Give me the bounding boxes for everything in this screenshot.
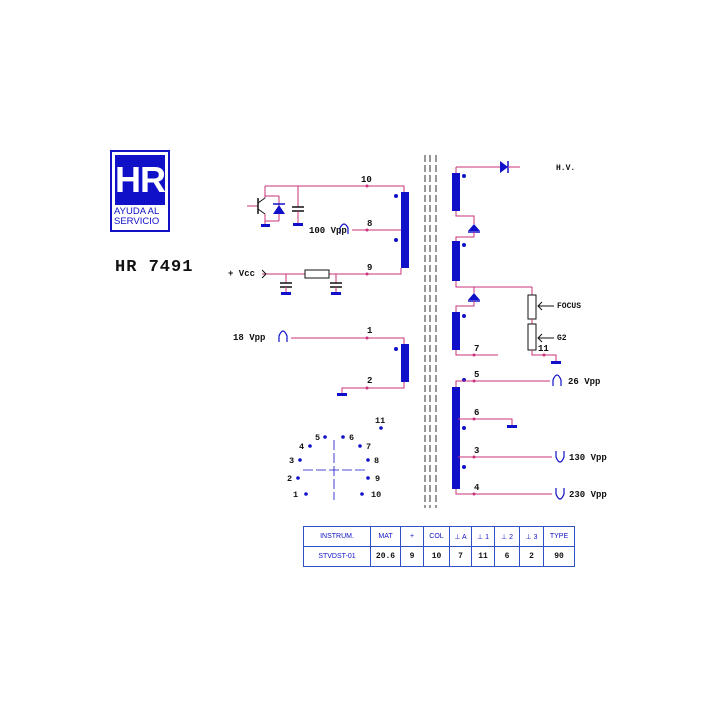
pin-2-label: 2 <box>367 376 372 386</box>
primary-coil <box>401 192 409 268</box>
label-230vpp: 230 Vpp <box>569 490 607 500</box>
horizontal-output-stage <box>247 185 405 227</box>
pin-11-label: 11 <box>538 344 549 354</box>
spec-value-cell: 6 <box>494 546 520 567</box>
label-26vpp: 26 Vpp <box>568 377 600 387</box>
pinout-6: 6 <box>349 433 354 443</box>
pin-9-label: 9 <box>367 263 372 273</box>
pinout-3: 3 <box>289 456 294 466</box>
transformer-core <box>424 155 437 508</box>
spec-value-cell: 2 <box>519 546 544 567</box>
hv-diode-chain <box>452 161 520 357</box>
hr-logo-subtitle: AYUDA AL SERVICIO <box>114 206 160 227</box>
pulse-100vpp-icon <box>339 223 349 234</box>
damper-diode-icon <box>273 205 285 214</box>
hr-logo: HR AYUDA AL SERVICIO <box>110 150 170 232</box>
pulse-130vpp-icon <box>555 451 565 463</box>
spec-value-cell: STVDST-01 <box>303 546 371 567</box>
spec-header-cell: + <box>400 526 424 547</box>
pulse-230vpp-icon <box>555 488 565 500</box>
feedback-coil <box>401 344 409 382</box>
pulse-26vpp-icon <box>552 374 562 386</box>
spec-header-cell: ⊥ 2 <box>494 526 520 547</box>
pin-6-label: 6 <box>474 408 479 418</box>
pinout-2: 2 <box>287 474 292 484</box>
label-focus: FOCUS <box>557 302 581 311</box>
label-hv: H.V. <box>556 164 575 173</box>
pin-8-label: 8 <box>367 219 372 229</box>
pin-3-label: 3 <box>474 446 479 456</box>
spec-header-row: INSTRUM. MAT + COL ⊥ A ⊥ 1 ⊥ 2 ⊥ 3 TYPE <box>303 526 575 547</box>
spec-header-cell: COL <box>423 526 450 547</box>
spec-header-cell: ⊥ A <box>449 526 472 547</box>
spec-value-cell: 20.6 <box>370 546 401 567</box>
label-130vpp: 130 Vpp <box>569 453 607 463</box>
pin-10-label: 10 <box>361 175 372 185</box>
pinout-9: 9 <box>375 474 380 484</box>
spec-header-cell: ⊥ 1 <box>471 526 495 547</box>
spec-value-cell: 9 <box>400 546 424 567</box>
spec-value-cell: 90 <box>543 546 575 567</box>
pinout-7: 7 <box>366 442 371 452</box>
label-vcc: + Vcc <box>228 269 255 279</box>
panel-background <box>110 150 610 575</box>
spec-header-cell: MAT <box>370 526 401 547</box>
vcc-filter-caps <box>280 274 342 288</box>
spec-header-cell: ⊥ 3 <box>519 526 544 547</box>
spec-value-row: STVDST-01 20.6 9 10 7 11 6 2 90 <box>303 546 575 567</box>
pin-5-label: 5 <box>474 370 479 380</box>
pin-7-label: 7 <box>474 344 479 354</box>
spec-value-cell: 10 <box>423 546 450 567</box>
spec-value-cell: 11 <box>471 546 495 567</box>
label-g2: G2 <box>557 334 567 343</box>
pin-1-label: 1 <box>367 326 373 336</box>
label-18vpp: 18 Vpp <box>233 333 265 343</box>
pinout-8: 8 <box>374 456 379 466</box>
secondary-windings <box>452 378 552 496</box>
vcc-resistor <box>304 269 330 279</box>
hr-logo-mark: HR <box>115 155 166 205</box>
pin-4-label: 4 <box>474 483 480 493</box>
pinout-diagram <box>296 426 383 500</box>
pinout-10: 10 <box>371 490 381 500</box>
label-100vpp: 100 Vpp <box>309 226 347 236</box>
pulse-18vpp-icon <box>278 330 288 342</box>
spec-value-cell: 7 <box>449 546 472 567</box>
pinout-11: 11 <box>375 416 385 426</box>
pinout-4: 4 <box>299 442 304 452</box>
spec-table: INSTRUM. MAT + COL ⊥ A ⊥ 1 ⊥ 2 ⊥ 3 TYPE … <box>303 526 575 567</box>
model-number: HR 7491 <box>115 258 194 277</box>
pinout-1: 1 <box>293 490 298 500</box>
pinout-5: 5 <box>315 433 320 443</box>
spec-header-cell: INSTRUM. <box>303 526 371 547</box>
hv-output-diode-icon <box>500 161 508 173</box>
focus-g2-divider <box>474 286 561 364</box>
spec-header-cell: TYPE <box>543 526 575 547</box>
